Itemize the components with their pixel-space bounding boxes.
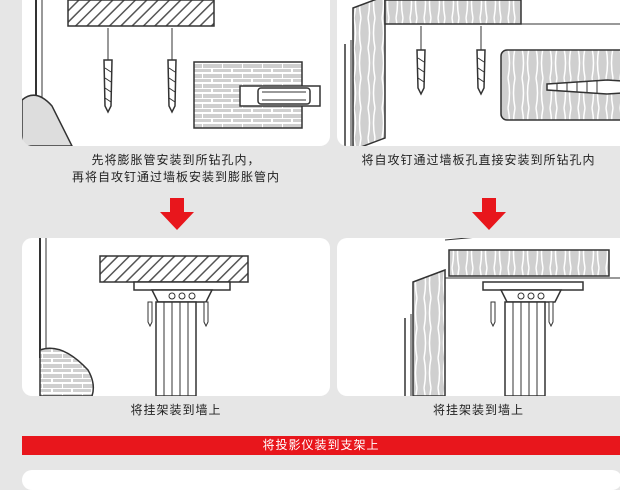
step1-caption: 先将膨胀管安装到所钻孔内， 再将自攻钉通过墙板安装到膨胀管内 <box>22 152 330 186</box>
step4-bracket-mount-drawing <box>404 238 620 396</box>
step4-illustration-panel <box>337 238 620 396</box>
anchor-right <box>167 28 177 114</box>
step4-caption-text: 将挂架装到墙上 <box>432 403 524 417</box>
step1-caption-line1: 先将膨胀管安装到所钻孔内， <box>91 153 261 167</box>
step3-bracket-mount-drawing <box>39 238 249 396</box>
step2-wood-screw-drawing <box>344 0 620 146</box>
screw-left <box>416 26 426 96</box>
section-banner-label: 将投影仪装到支架上 <box>262 438 380 452</box>
step2-caption-text: 将自攻钉通过墙板孔直接安装到所钻孔内 <box>361 153 596 167</box>
screw-right <box>476 26 486 96</box>
down-arrow-icon <box>160 198 194 230</box>
step3-illustration-panel <box>22 238 330 396</box>
next-step-panel <box>22 470 620 490</box>
step2-illustration-panel <box>337 0 620 146</box>
step3-caption-text: 将挂架装到墙上 <box>130 403 222 417</box>
step4-caption: 将挂架装到墙上 <box>337 402 620 419</box>
step1-illustration-panel <box>22 0 330 146</box>
step2-caption: 将自攻钉通过墙板孔直接安装到所钻孔内 <box>337 152 620 169</box>
step1-caption-line2: 再将自攻钉通过墙板安装到膨胀管内 <box>71 170 280 184</box>
step3-caption: 将挂架装到墙上 <box>22 402 330 419</box>
step1-drywall-anchor-drawing <box>22 0 321 146</box>
section-banner: 将投影仪装到支架上 <box>22 436 620 455</box>
down-arrow-icon <box>472 198 506 230</box>
anchor-left <box>103 28 113 114</box>
